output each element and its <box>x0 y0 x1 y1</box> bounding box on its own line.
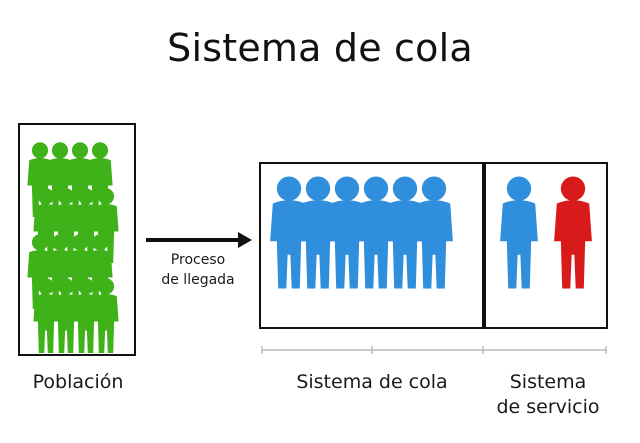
population-crowd <box>27 142 119 353</box>
service-system-box <box>484 162 608 329</box>
population-label: Población <box>32 371 124 393</box>
service-label-line-2: de servicio <box>496 396 600 418</box>
arrival-line-1: Proceso <box>170 252 226 268</box>
arrow-right-icon <box>146 232 252 248</box>
arrival-process-label: Proceso de llegada <box>143 250 253 290</box>
arrival-line-2: de llegada <box>161 272 235 288</box>
service-system-label: Sistema de servicio <box>486 370 610 420</box>
blue-person-icon <box>415 176 453 289</box>
red-person-icon <box>554 176 592 289</box>
service-label-line-1: Sistema <box>509 371 587 393</box>
diagram-title: Sistema de cola <box>167 26 473 70</box>
queue-system-label: Sistema de cola <box>296 371 448 393</box>
service-customer-icon <box>500 176 538 289</box>
bracket-line <box>261 346 607 354</box>
queue-people <box>270 176 453 289</box>
